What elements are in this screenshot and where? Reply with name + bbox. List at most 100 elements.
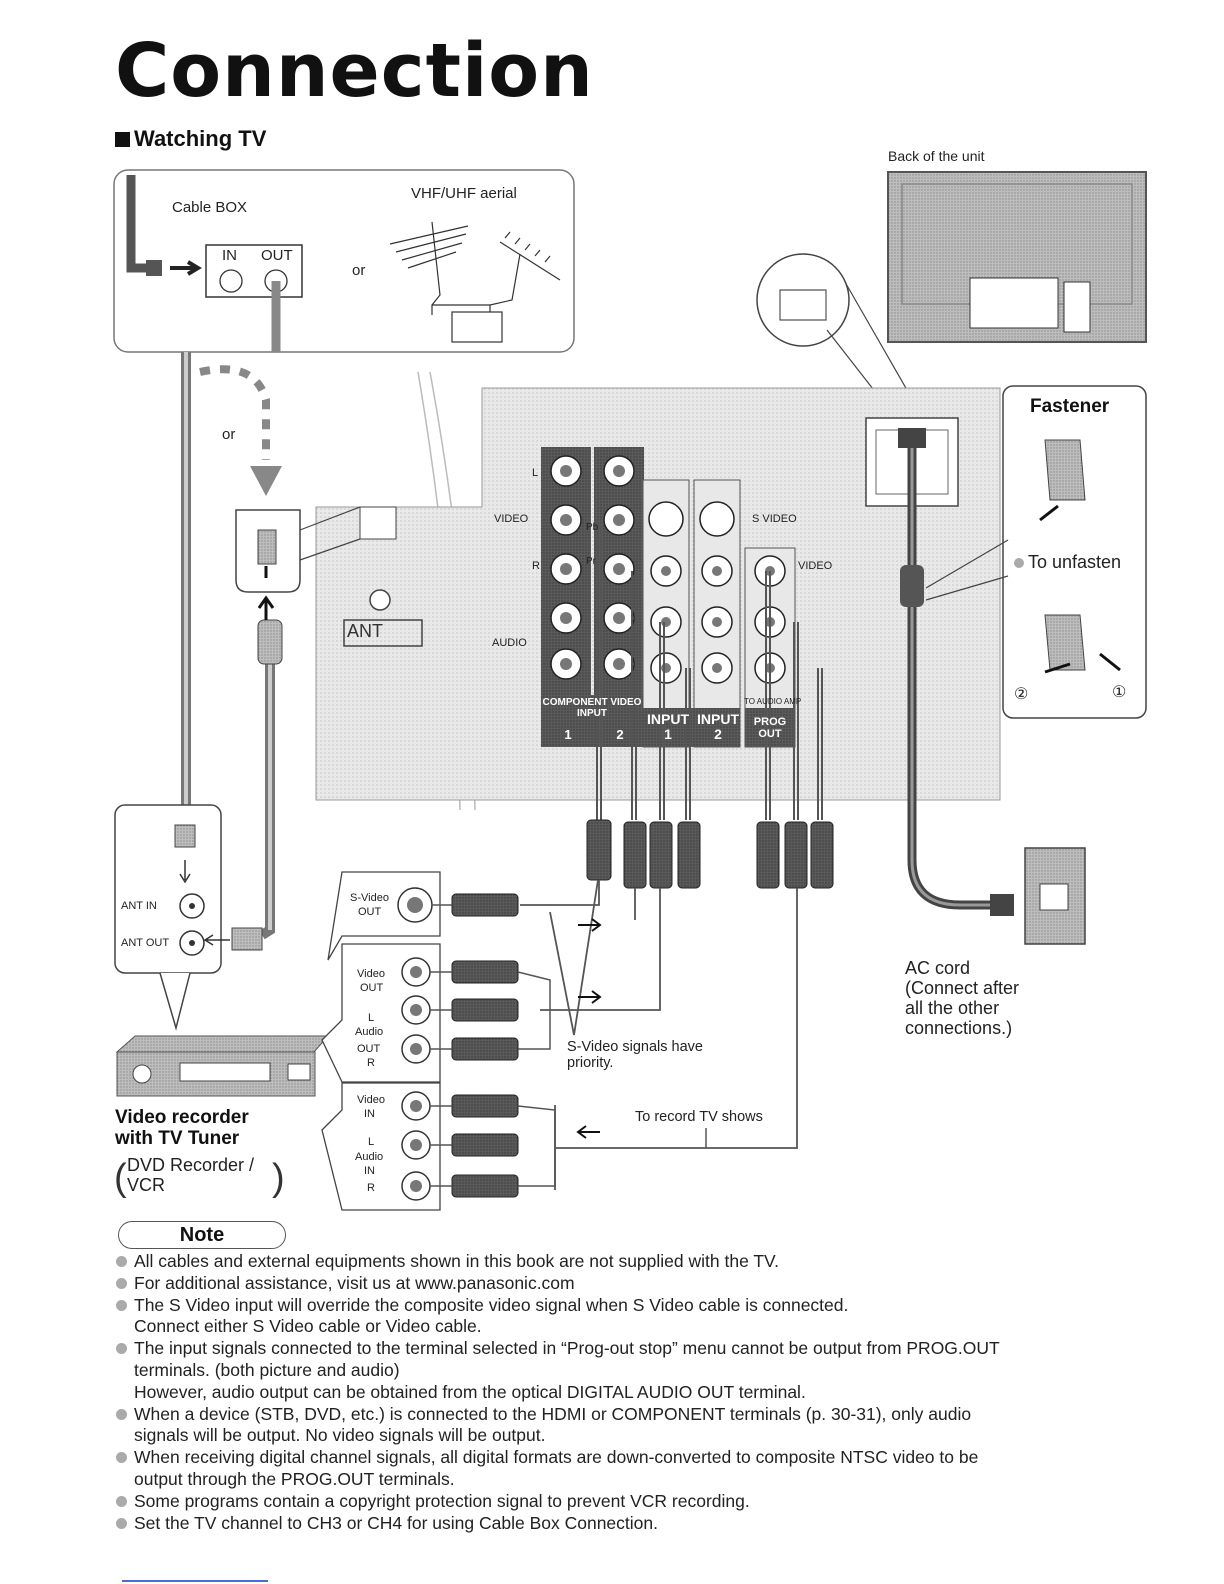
note-line: output through the PROG.OUT terminals. [134,1468,455,1489]
audio-out-label-l: L [368,1012,375,1024]
footer-rule [122,1580,268,1582]
wall-outlet-image [990,847,1086,945]
video-out-label-2: OUT [360,982,384,994]
step-1-label: ① [1112,684,1127,701]
section-title-text: Watching TV [134,126,267,151]
recorder-open-paren: ( [114,1157,127,1199]
recorder-types-1: DVD Recorder / [127,1155,255,1175]
note-line: The S Video input will override the comp… [134,1294,849,1315]
ac-cord-label-1: AC cord [905,958,971,978]
audio-in-label-2: IN [364,1165,375,1177]
note-item: When a device (STB, DVD, etc.) is connec… [114,1404,1124,1448]
bullet-icon [116,1343,127,1355]
panel-audio-label: AUDIO [492,637,527,649]
dashed-arrowhead [250,466,282,496]
rca-plugs [586,819,834,889]
fastener-panel [1002,385,1147,719]
bullet-icon [116,1299,127,1311]
bullet-icon [116,1517,127,1529]
dashed-arrow [199,365,270,460]
recorder-types-2: VCR [127,1175,166,1195]
antenna-source-frame [113,169,575,353]
s-video-out-label-2: OUT [358,906,382,918]
s-video-priority-label: S-Video signals have priority. [567,1039,703,1071]
or-label-1: or [352,262,366,279]
box-in-label: IN [222,247,237,264]
note-title: Note [118,1221,286,1249]
note-item: When receiving digital channel signals, … [114,1447,1124,1491]
ant-label: ANT [347,621,383,641]
antenna-cable-to-tv [235,506,361,940]
video-in-label-2: IN [364,1108,375,1120]
note-item: For additional assistance, visit us at w… [114,1273,1124,1295]
video-in-label-1: Video [357,1094,385,1106]
note-line: signals will be output. No video signals… [134,1425,546,1446]
panel-to-audio-amp-label: TO AUDIO AMP [744,697,802,706]
ac-cord-label-2: (Connect after [905,978,1020,998]
input-1-label: INPUT 1 [647,711,689,742]
ac-cord-label-3: all the other [905,998,1000,1018]
panel-pr-label: Pr [586,556,596,567]
note-item: The input signals connected to the termi… [114,1338,1124,1403]
video-recorder-image [115,1035,330,1097]
audio-out-label-r: R [367,1057,375,1069]
ac-cord-label-4: connections.) [905,1018,1013,1038]
ant-in-label: ANT IN [121,900,157,912]
prog-out-label: PROG OUT [753,716,787,740]
component-1-label: 1 [564,727,572,742]
panel-video-label: VIDEO [494,513,529,525]
panel-r-label: R [532,560,540,572]
bullet-icon [116,1256,127,1267]
note-line: Connect either S Video cable or Video ca… [134,1316,482,1337]
recorder-title-2: with TV Tuner [115,1128,240,1149]
audio-in-label-1: Audio [355,1151,384,1163]
page-title: Connection [115,28,594,114]
note-line: However, audio output can be obtained fr… [134,1381,806,1402]
aerial-label: VHF/UHF aerial [411,185,517,202]
panel-video-right-label: VIDEO [798,560,833,572]
recorder-close-paren: ) [272,1157,285,1199]
audio-out-label-2: OUT [357,1043,381,1055]
note-line: When a device (STB, DVD, etc.) is connec… [134,1403,972,1424]
ant-out-label: ANT OUT [121,937,170,949]
note-item: All cables and external equipments shown… [114,1251,1124,1273]
note-line: The input signals connected to the termi… [134,1338,1000,1359]
av-cables [596,520,823,820]
note-line: All cables and external equipments shown… [134,1251,779,1271]
to-record-label: To record TV shows [635,1109,763,1125]
note-line: Set the TV channel to CH3 or CH4 for usi… [134,1512,658,1533]
box-out-label: OUT [261,247,293,264]
panel-pb-label: Pb [586,522,599,533]
panel-s-video-label: S VIDEO [752,513,797,525]
note-line: terminals. (both picture and audio) [134,1359,400,1380]
note-line: Some programs contain a copyright protec… [134,1490,750,1511]
or-label-2: or [222,426,236,443]
component-video-input-label: COMPONENT VIDEO INPUT [542,697,642,719]
component-2-label: 2 [616,727,624,742]
audio-in-label-r: R [367,1182,375,1194]
section-title: Watching TV [115,126,266,152]
panel-l-label: L [532,467,539,479]
bullet-icon [116,1277,127,1289]
plug-zoom-circle [756,253,850,347]
bullet-icon [116,1452,127,1464]
note-item: Some programs contain a copyright protec… [114,1491,1124,1513]
note-line: For additional assistance, visit us at w… [134,1272,575,1293]
s-video-out-label-1: S-Video [350,892,389,904]
note-item: The S Video input will override the comp… [114,1295,1124,1339]
input-2-label: INPUT 2 [697,711,739,742]
audio-out-label-1: Audio [355,1026,384,1038]
bullet-icon [116,1495,127,1507]
bullet-icon [1014,558,1024,568]
note-item: Set the TV channel to CH3 or CH4 for usi… [114,1513,1124,1535]
notes-list: All cables and external equipments shown… [114,1251,1124,1534]
cable-box-label: Cable BOX [172,199,248,216]
aerial-icon [389,221,561,343]
step-2-label: ② [1014,686,1029,703]
fastener-label: Fastener [1030,396,1110,417]
recorder-title-1: Video recorder [115,1107,249,1128]
back-of-unit-label: Back of the unit [888,148,985,164]
section-bullet [115,132,130,147]
back-of-unit-image [887,171,1147,343]
